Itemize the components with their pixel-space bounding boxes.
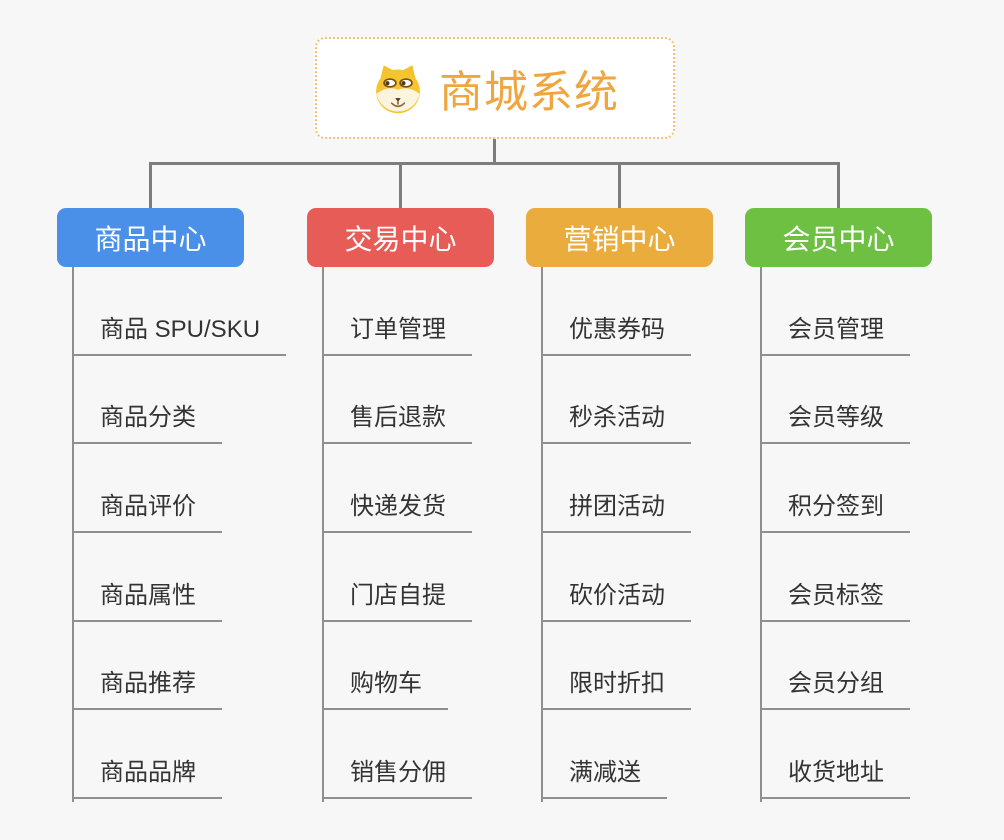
doge-icon — [376, 65, 420, 114]
leaf-node[interactable]: 商品属性 — [72, 578, 222, 622]
leaf-node[interactable]: 收货地址 — [760, 755, 910, 799]
leaf-column-line — [541, 267, 543, 802]
root-node-label: 商城系统 — [439, 68, 619, 117]
leaf-node[interactable]: 会员分组 — [760, 666, 910, 710]
leaf-node[interactable]: 商品 SPU/SKU — [72, 312, 287, 356]
branch-drop-line — [837, 162, 840, 209]
leaf-node[interactable]: 秒杀活动 — [541, 400, 691, 444]
leaf-column-line — [72, 267, 74, 802]
leaf-node[interactable]: 限时折扣 — [541, 666, 691, 710]
leaf-node[interactable]: 砍价活动 — [541, 578, 691, 622]
branch-drop-line — [618, 162, 621, 209]
leaf-node[interactable]: 会员等级 — [760, 400, 910, 444]
leaf-node[interactable]: 快递发货 — [322, 489, 472, 533]
leaf-node[interactable]: 满减送 — [541, 755, 667, 799]
branch-member-center[interactable]: 会员中心 — [745, 208, 932, 267]
branch-drop-line — [149, 162, 152, 209]
root-node[interactable]: 商城系统 — [315, 37, 675, 139]
leaf-node[interactable]: 积分签到 — [760, 489, 910, 533]
branch-label: 会员中心 — [782, 223, 895, 255]
leaf-node[interactable]: 商品推荐 — [72, 666, 222, 710]
leaf-node[interactable]: 订单管理 — [322, 312, 472, 356]
branch-bus-line — [149, 162, 840, 165]
leaf-node[interactable]: 门店自提 — [322, 578, 472, 622]
branch-trade-center[interactable]: 交易中心 — [307, 208, 494, 267]
branch-label: 营销中心 — [563, 223, 676, 255]
branch-drop-line — [399, 162, 402, 209]
leaf-node[interactable]: 售后退款 — [322, 400, 472, 444]
leaf-node[interactable]: 拼团活动 — [541, 489, 691, 533]
leaf-node[interactable]: 商品分类 — [72, 400, 222, 444]
leaf-node[interactable]: 优惠券码 — [541, 312, 691, 356]
leaf-node[interactable]: 销售分佣 — [322, 755, 472, 799]
root-stem-line — [493, 139, 496, 164]
leaf-column-line — [760, 267, 762, 802]
branch-label: 商品中心 — [94, 223, 207, 255]
leaf-node[interactable]: 会员标签 — [760, 578, 910, 622]
branch-marketing-center[interactable]: 营销中心 — [526, 208, 713, 267]
leaf-node[interactable]: 购物车 — [322, 666, 448, 710]
leaf-node[interactable]: 商品品牌 — [72, 755, 222, 799]
branch-product-center[interactable]: 商品中心 — [57, 208, 244, 267]
leaf-node[interactable]: 商品评价 — [72, 489, 222, 533]
leaf-column-line — [322, 267, 324, 802]
branch-label: 交易中心 — [344, 223, 457, 255]
leaf-node[interactable]: 会员管理 — [760, 312, 910, 356]
